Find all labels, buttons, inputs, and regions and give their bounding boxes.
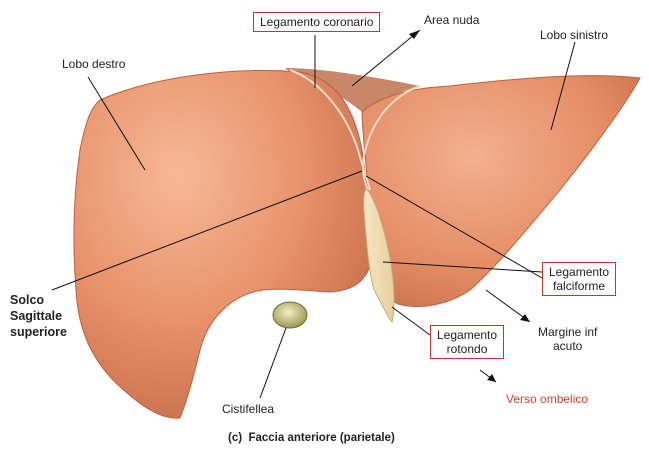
label-cistifellea: Cistifellea bbox=[222, 402, 274, 416]
label-legamento-falciforme: Legamento falciforme bbox=[542, 262, 616, 296]
label-verso-ombelico: Verso ombelico bbox=[506, 392, 588, 406]
label-lobo-destro: Lobo destro bbox=[62, 57, 125, 71]
right-lobe bbox=[74, 70, 372, 418]
label-area-nuda: Area nuda bbox=[424, 13, 479, 27]
label-margine-inf-acuto: Margine inf acuto bbox=[538, 325, 597, 353]
label-legamento-rotondo: Legamento rotondo bbox=[430, 325, 504, 359]
label-legamento-coronario: Legamento coronario bbox=[253, 12, 380, 32]
figure-caption: (c) Faccia anteriore (parietale) bbox=[228, 431, 395, 445]
label-solco-sagittale-superiore: Solco Sagittale superiore bbox=[10, 292, 67, 340]
gallbladder bbox=[273, 302, 307, 328]
label-lobo-sinistro: Lobo sinistro bbox=[540, 28, 608, 42]
